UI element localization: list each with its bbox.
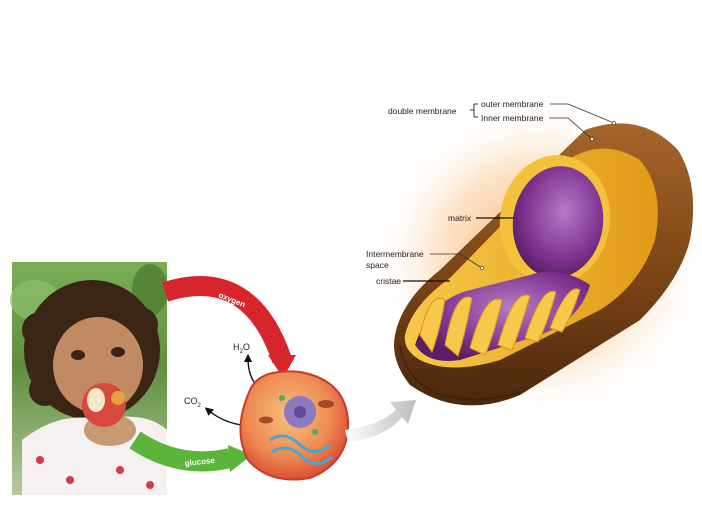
- cristae-folds: [419, 288, 581, 357]
- intermembrane-label-line1: Intermembrane: [366, 249, 424, 259]
- membrane-bracket: [470, 103, 478, 118]
- gray-curved-arrow-icon: [345, 400, 416, 442]
- glucose-label: glucose: [184, 456, 216, 468]
- intermembrane-leader: [430, 253, 483, 269]
- double-membrane-label: double membrane: [388, 106, 457, 116]
- mitochondrion-labels: double membrane outer membrane Inner mem…: [366, 99, 616, 286]
- inner-membrane-label: Inner membrane: [481, 113, 544, 123]
- intermembrane-label-line2: space: [366, 260, 389, 270]
- glucose-arrow: glucose: [129, 431, 252, 472]
- outer-membrane-leader: [550, 103, 615, 124]
- outer-membrane-label: outer membrane: [481, 99, 544, 109]
- oxygen-arrow: oxygen: [161, 276, 296, 378]
- matrix-shape: [512, 166, 604, 278]
- inner-membrane-leader: [549, 117, 593, 140]
- matrix-label: matrix: [448, 213, 472, 223]
- cristae-label: cristae: [376, 276, 401, 286]
- mitochondrion-icon: [370, 100, 702, 420]
- animal-cell-icon: [239, 370, 350, 481]
- co2-label: CO2: [184, 396, 202, 409]
- child-eating-apple-photo: [10, 262, 168, 495]
- water-label: H2O: [233, 342, 250, 355]
